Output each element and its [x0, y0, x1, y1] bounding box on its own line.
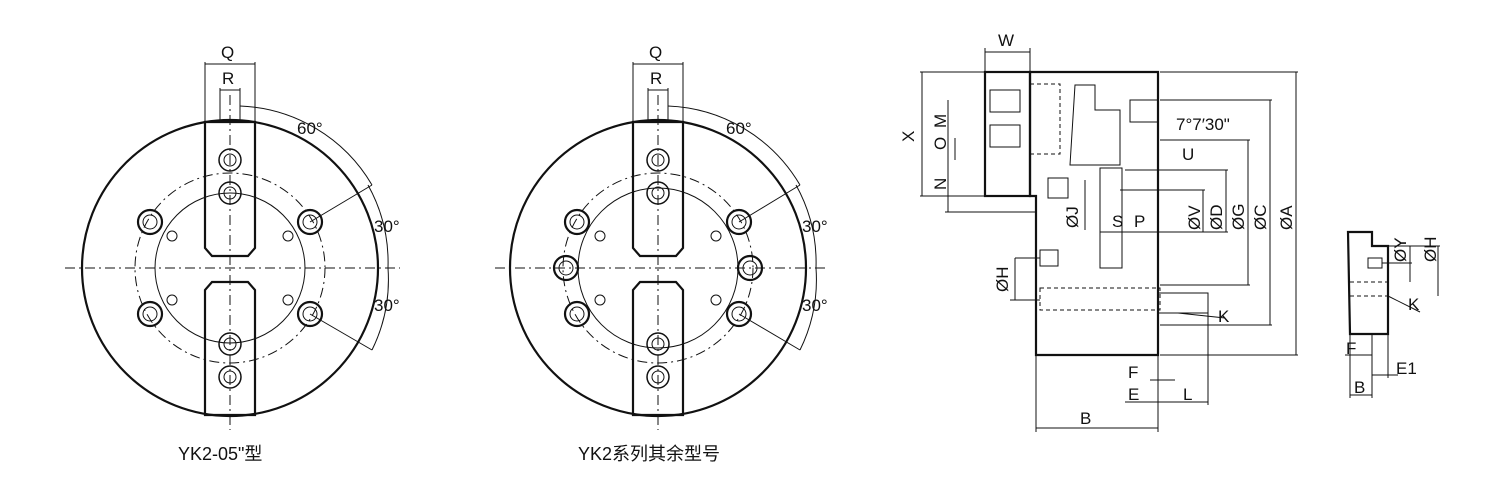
pin-k — [1157, 292, 1209, 314]
dim-oy: ØY — [1391, 237, 1410, 262]
angle-30-lower-label: 30° — [802, 296, 828, 315]
dim-ov: ØV — [1185, 205, 1204, 230]
angle-label: 7°7′30" — [1176, 115, 1230, 134]
caption-yk2-series: YK2系列其余型号 — [578, 444, 720, 464]
dim-r: R — [222, 69, 234, 88]
angle-arc-30 — [367, 184, 389, 351]
dim-p: P — [1134, 212, 1145, 231]
angle-60-label: 60° — [297, 119, 323, 138]
dim-u: U — [1182, 145, 1194, 164]
jaw-detail-view: ØY ØH K F E1 B — [1345, 230, 1440, 398]
dim-q: Q — [221, 43, 234, 62]
dim-s: S — [1112, 212, 1123, 231]
bottom-jaw — [631, 280, 685, 417]
angle-60-label: 60° — [726, 119, 752, 138]
dim-k: K — [1408, 295, 1420, 314]
dim-oj: ØJ — [1063, 206, 1082, 228]
dim-oa: ØA — [1277, 205, 1296, 230]
dim-r: R — [650, 69, 662, 88]
dim-oh: ØH — [1421, 237, 1440, 263]
dim-e1: E1 — [1396, 359, 1417, 378]
dim-e: E — [1128, 385, 1139, 404]
dim-b: B — [1080, 409, 1091, 428]
front-view-yk2-series: Q R 60° 30° 30° YK2系列其余型号 — [495, 43, 828, 464]
angle-30-lower-label: 30° — [374, 296, 400, 315]
bottom-jaw — [203, 280, 257, 417]
dim-x: X — [899, 131, 918, 142]
dim-o: O — [931, 137, 950, 150]
angle-30-upper-label: 30° — [374, 217, 400, 236]
side-section-view: W X M O N 7°7′30" U ØJ S P ØV ØD ØG ØC Ø… — [899, 31, 1298, 432]
dim-l: L — [1183, 385, 1192, 404]
dim-oc: ØC — [1251, 205, 1270, 231]
dim-oh: ØH — [993, 267, 1012, 293]
dim-n: N — [931, 178, 950, 190]
dim-q: Q — [649, 43, 662, 62]
dim-od: ØD — [1207, 205, 1226, 231]
angle-30-upper-label: 30° — [802, 217, 828, 236]
dim-m: M — [931, 114, 950, 128]
jaw-profile — [1346, 230, 1390, 336]
dim-k: K — [1218, 307, 1230, 326]
jaw-block — [983, 70, 1032, 198]
dim-b: B — [1354, 378, 1365, 397]
dim-w: W — [998, 31, 1014, 50]
angle-arc-60 — [239, 105, 373, 186]
mounting-bolts — [552, 208, 764, 328]
dim-f: F — [1346, 339, 1356, 358]
jaw-screws — [646, 148, 670, 389]
mounting-bolts — [136, 208, 324, 328]
front-view-yk2-05: Q R 60° 30° 30° YK2-05"型 — [65, 43, 400, 464]
dim-og: ØG — [1229, 204, 1248, 230]
angle-arc-30 — [795, 184, 817, 351]
angle-arc-60 — [667, 105, 801, 186]
jaw-screws — [218, 148, 242, 389]
dim-f: F — [1128, 363, 1138, 382]
caption-yk2-05: YK2-05"型 — [178, 444, 262, 464]
